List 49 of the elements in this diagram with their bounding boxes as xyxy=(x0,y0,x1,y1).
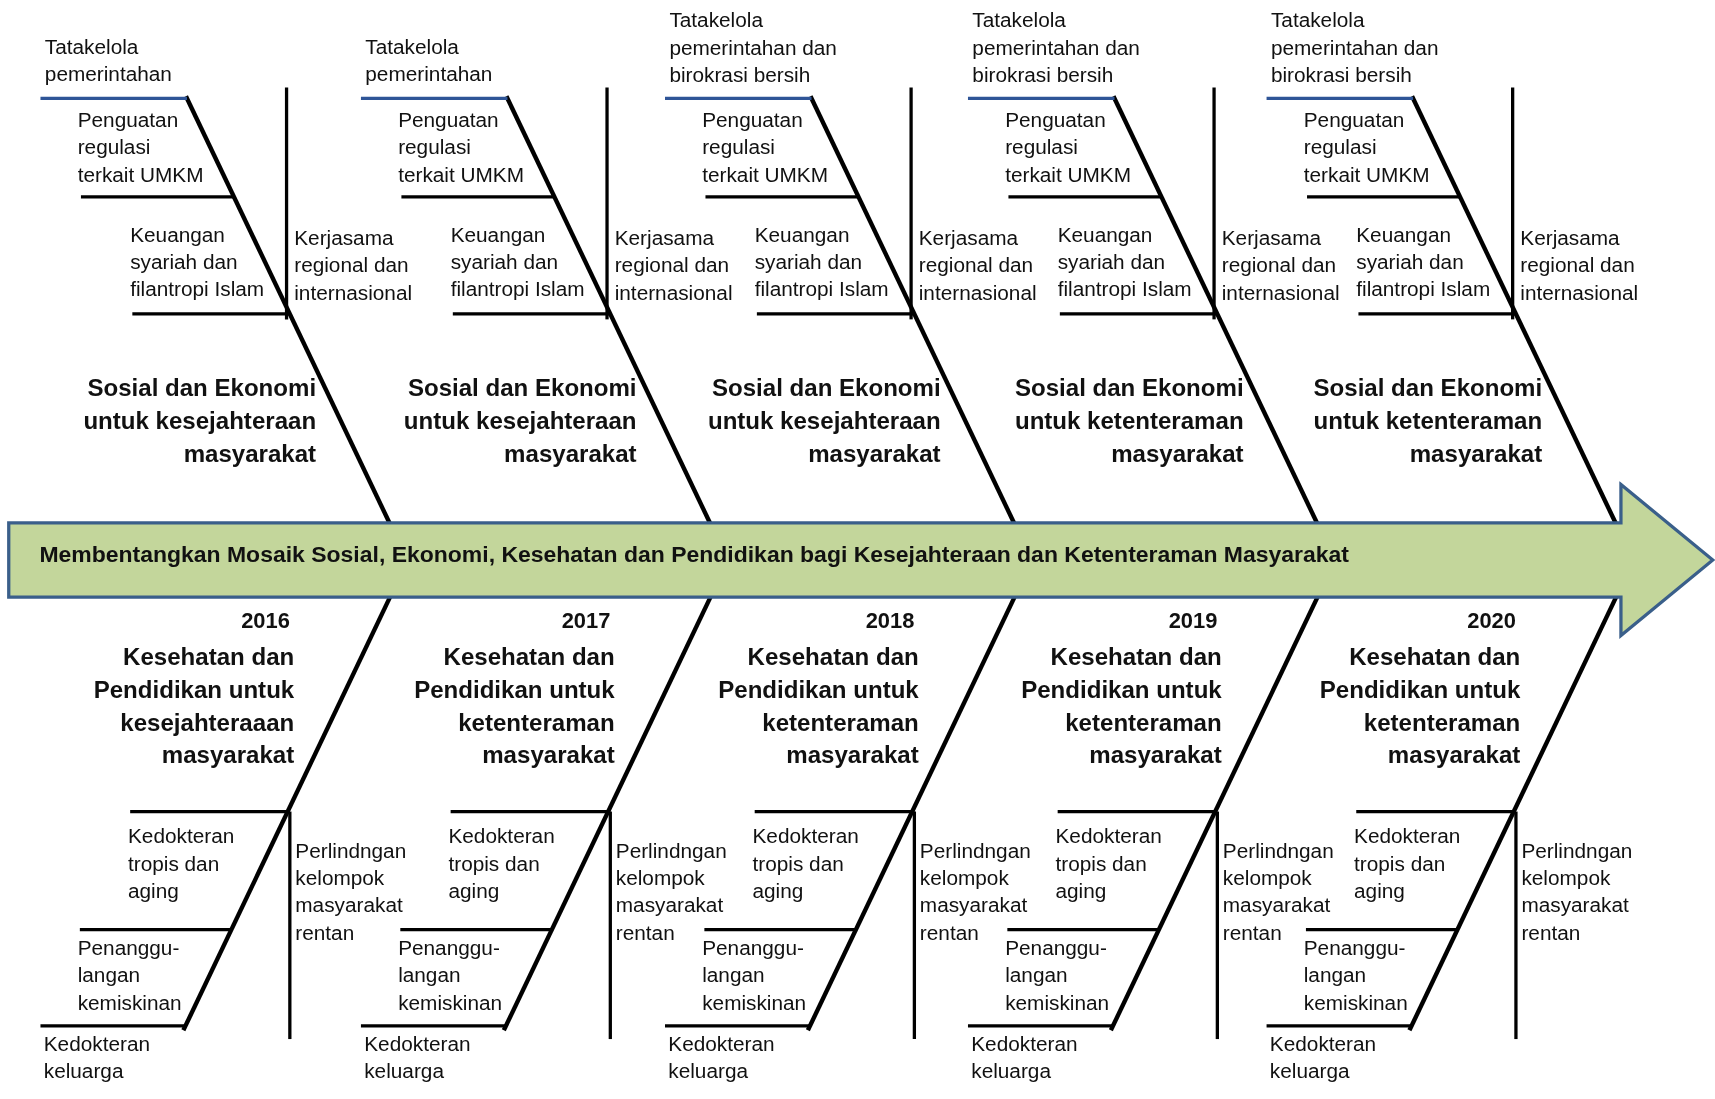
branch-label: Kerjasama regional dan internasional xyxy=(294,225,414,307)
category-heading: Sosial dan Ekonomi untuk kesejahteraan masyarakat xyxy=(402,373,637,470)
branch-label: Kedokteran keluarga xyxy=(43,1031,152,1085)
branch-label: Kerjasama regional dan internasional xyxy=(1221,225,1341,307)
branch-label: Tatakelola pemerintahan xyxy=(365,34,494,88)
branch-label: Kerjasama regional dan internasional xyxy=(918,225,1038,307)
branch-label: Kedokteran tropis dan aging xyxy=(127,823,236,905)
year-label: 2020 xyxy=(1466,608,1516,634)
category-heading: Kesehatan dan Pendidikan untuk ketenteraman masyarakat xyxy=(1318,642,1521,771)
category-heading: Sosial dan Ekonomi untuk ketenteraman masyarakat xyxy=(1013,373,1244,470)
category-heading: Sosial dan Ekonomi untuk ketenteraman masyarakat xyxy=(1312,373,1543,470)
branch-label: Kedokteran keluarga xyxy=(1269,1031,1378,1085)
branch-label: Penguatan regulasi terkait UMKM xyxy=(1005,107,1132,188)
branch-label: Perlindngan kelompok masyarakat rentan xyxy=(1521,837,1634,946)
branch-label: Keuangan syariah dan filantropi Islam xyxy=(450,222,586,303)
arrow-shape xyxy=(6,481,1715,640)
branch-label: Tatakelola pemerintahan dan birokrasi bersih xyxy=(1270,7,1440,89)
category-heading: Kesehatan dan Pendidikan untuk ketenteraman masyarakat xyxy=(1020,642,1222,771)
year-label: 2017 xyxy=(560,608,611,634)
branch-label: Tatakelola pemerintahan dan birokrasi bersih xyxy=(972,7,1141,89)
year-label: 2019 xyxy=(1167,608,1218,634)
branch-label: Kedokteran tropis dan aging xyxy=(448,823,556,905)
year-label: 2018 xyxy=(864,608,915,634)
branch-label: Kerjasama regional dan internasional xyxy=(614,225,734,307)
banner-text: Membentangkan Mosaik Sosial, Ekonomi, Kesehatan dan Pendidikan bagi Kesejahteraan dan Ketenteraman Masyarakat xyxy=(39,541,1349,568)
branch-label: Penanggu- langan kemiskinan xyxy=(77,935,183,1016)
category-heading: Kesehatan dan Pendidikan untuk ketenteraman masyarakat xyxy=(717,642,919,771)
category-heading: Sosial dan Ekonomi untuk kesejahteraan masyarakat xyxy=(706,373,941,470)
branch-label: Penguatan regulasi terkait UMKM xyxy=(1303,107,1431,188)
branch-label: Keuangan syariah dan filantropi Islam xyxy=(1356,222,1492,303)
branch-label: Kedokteran tropis dan aging xyxy=(1354,823,1462,905)
branch-label: Tatakelola pemerintahan xyxy=(44,34,173,88)
branch-label: Kerjasama regional dan internasional xyxy=(1520,225,1640,307)
branch-label: Kedokteran keluarga xyxy=(364,1031,472,1085)
branch-label: Penguatan regulasi terkait UMKM xyxy=(702,107,830,188)
branch-label: Kedokteran keluarga xyxy=(668,1031,776,1085)
branch-label: Kedokteran tropis dan aging xyxy=(752,823,860,905)
branch-label: Tatakelola pemerintahan dan birokrasi bersih xyxy=(669,7,838,89)
branch-label: Penguatan regulasi terkait UMKM xyxy=(398,107,525,188)
year-label: 2016 xyxy=(240,608,290,634)
category-heading: Kesehatan dan Pendidikan untuk ketenteraman masyarakat xyxy=(413,642,615,771)
branch-label: Keuangan syariah dan filantropi Islam xyxy=(130,222,266,303)
branch-label: Keuangan syariah dan filantropi Islam xyxy=(754,222,890,303)
branch-label: Kedokteran tropis dan aging xyxy=(1055,823,1163,905)
category-heading: Sosial dan Ekonomi untuk kesejahteraan masyarakat xyxy=(82,373,317,470)
category-heading: Kesehatan dan Pendidikan untuk kesejahteraaan masyarakat xyxy=(92,642,295,771)
branch-label: Kedokteran keluarga xyxy=(971,1031,1079,1085)
branch-label: Keuangan syariah dan filantropi Islam xyxy=(1057,222,1193,303)
branch-label: Penguatan regulasi terkait UMKM xyxy=(77,107,205,188)
